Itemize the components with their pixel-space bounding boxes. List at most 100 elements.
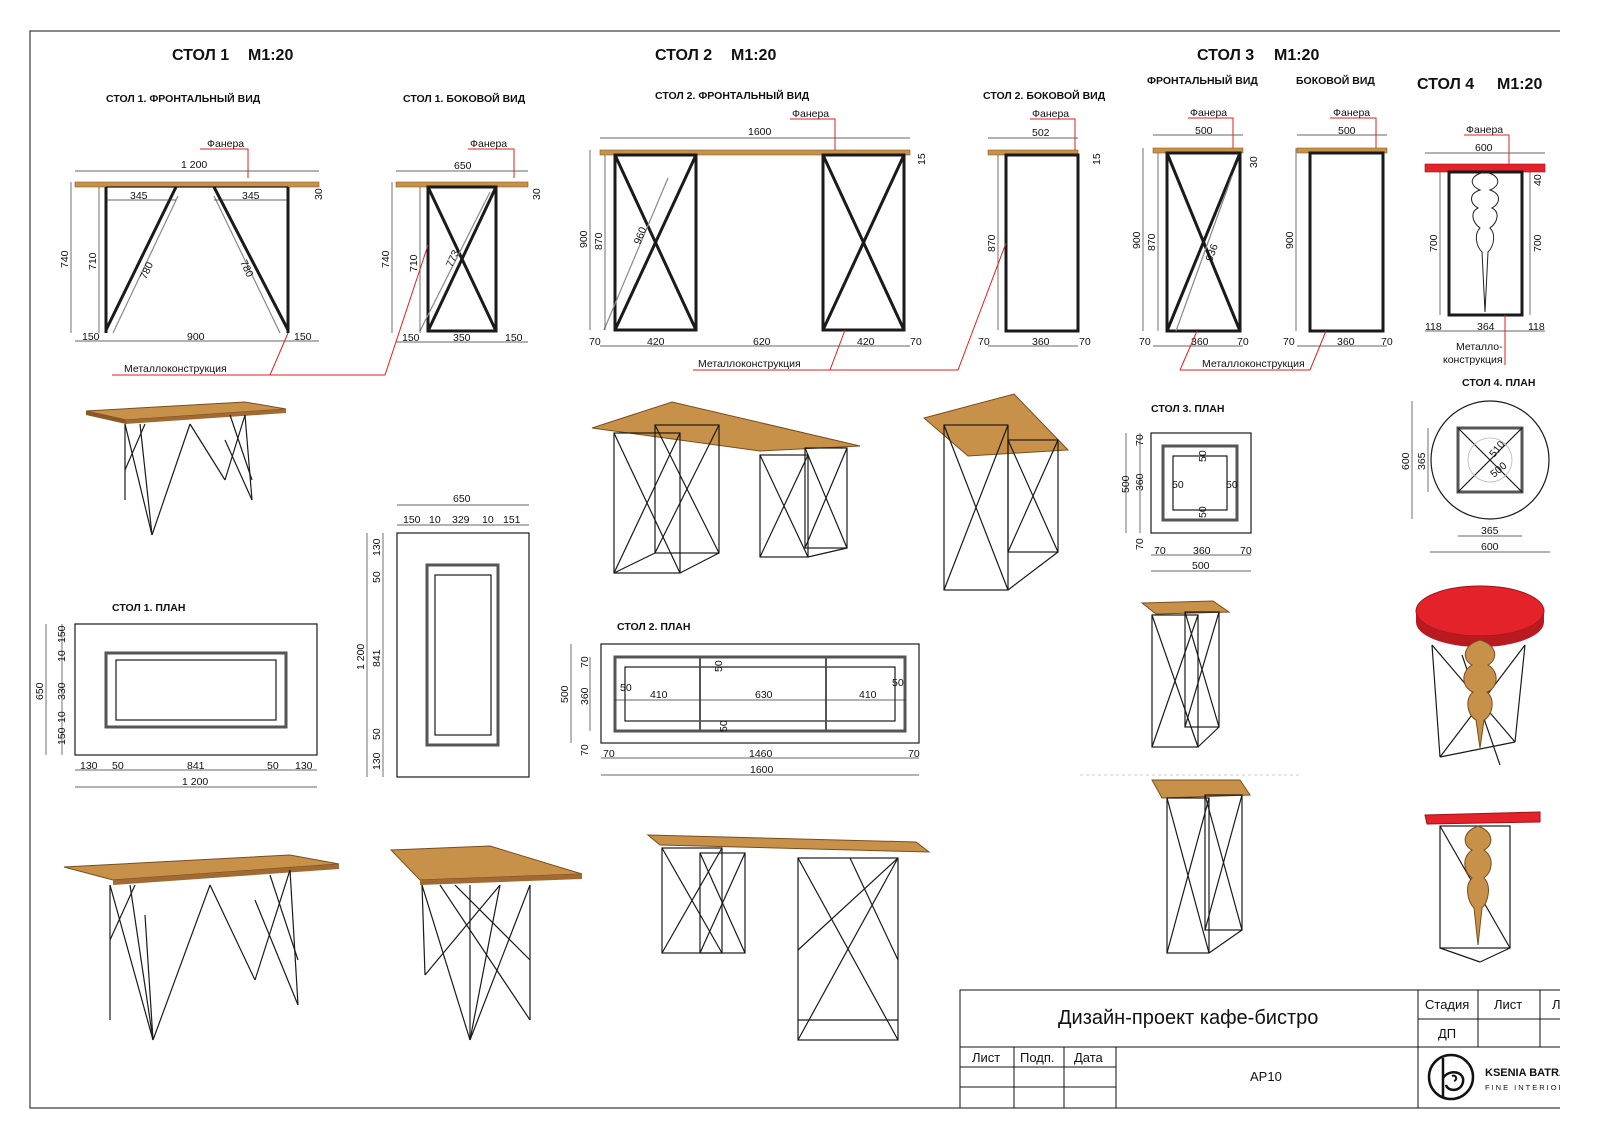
t1-front-view: 1 200 345 345 740 710 30 780 780 150 900… <box>59 138 325 343</box>
dim-t1f-h: 740 <box>59 250 71 268</box>
dim-t3p-t: 500 <box>1192 560 1210 572</box>
dim-t1p2-e: 151 <box>503 514 521 526</box>
dim-t1s-top: 30 <box>531 188 543 200</box>
dim-t1f-l: 150 <box>82 331 100 343</box>
dim-t1s-w: 650 <box>454 160 472 172</box>
dim-t4f-h: 700 <box>1428 234 1440 252</box>
dim-t2p-in4: 50 <box>892 677 904 689</box>
dim-t4f-r: 118 <box>1528 321 1545 333</box>
title-block: Дизайн-проект кафе-бистро Стадия Лист Ли… <box>959 989 1594 1109</box>
dim-t4p-vt: 600 <box>1400 452 1412 470</box>
dim-t2f-e1: 70 <box>589 336 601 348</box>
dim-t1p2-a: 150 <box>403 514 421 526</box>
dim-t1p2-vt: 1 200 <box>355 644 367 670</box>
dim-t3p-v1: 70 <box>1134 434 1146 446</box>
dim-t2s-e1: 70 <box>978 336 990 348</box>
dim-t1f-b: 345 <box>242 190 260 202</box>
t1-plan-view: 150 10 330 10 150 650 130 50 841 50 130 … <box>34 623 318 788</box>
dim-t2f-h2: 870 <box>593 232 605 250</box>
t1-metal-leader: Металлоконструкция <box>112 244 429 376</box>
dim-t2s-w: 502 <box>1032 127 1050 139</box>
col-sign: Подп. <box>1020 1050 1055 1065</box>
t4-front-view: 600 40 700 700 118 364 118 Фанера Металл… <box>1424 124 1546 366</box>
t3-perspective-a <box>1140 600 1231 748</box>
title-table-2: СТОЛ 2 <box>655 47 712 64</box>
t1-perspective-b <box>63 854 340 1041</box>
t3-perspective-b <box>1151 779 1251 954</box>
view-title-t4-plan: СТОЛ 4. ПЛАН <box>1462 377 1535 389</box>
dim-t3f-top: 30 <box>1248 156 1260 168</box>
dim-t2p-in2: 50 <box>713 660 725 672</box>
t4-perspective-b <box>1424 811 1541 963</box>
dim-t2s-m: 360 <box>1032 336 1050 348</box>
col-date: Дата <box>1074 1050 1104 1065</box>
dim-t3p-i3: 50 <box>1197 450 1209 462</box>
dim-t4p-d2: 500 <box>1488 460 1509 481</box>
view-title-t3-front: ФРОНТАЛЬНЫЙ ВИД <box>1147 74 1258 87</box>
dim-t2f-h: 900 <box>578 230 590 248</box>
view-title-t1-side: СТОЛ 1. БОКОВОЙ ВИД <box>403 92 526 105</box>
t2-perspective-c <box>646 834 931 1041</box>
dim-t3s-e2: 70 <box>1381 336 1393 348</box>
label-t3s-plywood: Фанера <box>1333 107 1370 119</box>
label-t1f-plywood: Фанера <box>207 138 244 150</box>
t3-plan-view: 50 50 50 50 70 360 70 500 70 360 70 500 <box>1120 432 1252 572</box>
brand-name: KSENIA BATRAK <box>1485 1067 1575 1079</box>
dim-t3p-v2: 360 <box>1134 473 1146 491</box>
dim-t3f-m: 360 <box>1191 336 1209 348</box>
stage-value: ДП <box>1438 1026 1456 1041</box>
dim-t3f-w: 500 <box>1195 125 1213 137</box>
dim-t1f-h2: 710 <box>87 252 99 270</box>
dim-t2p-c: 410 <box>859 689 877 701</box>
dim-t2p-m: 1460 <box>749 748 773 760</box>
dim-t1p-h3: 841 <box>187 760 205 772</box>
dim-t3f-d: 936 <box>1204 242 1221 263</box>
dim-t3s-e1: 70 <box>1283 336 1295 348</box>
header-sheets: Листов <box>1552 997 1594 1012</box>
dim-t3f-h: 900 <box>1131 231 1143 249</box>
dim-t4p-t: 600 <box>1481 541 1499 553</box>
dim-t3p-e1: 70 <box>1154 545 1166 557</box>
view-title-t2-plan: СТОЛ 2. ПЛАН <box>617 621 690 633</box>
label-t1s-plywood: Фанера <box>470 138 507 150</box>
dim-t3f-e2: 70 <box>1237 336 1249 348</box>
dim-t4f-w: 600 <box>1475 142 1493 154</box>
view-title-t2-front: СТОЛ 2. ФРОНТАЛЬНЫЙ ВИД <box>655 89 810 102</box>
label-t1-metal: Металлоконструкция <box>124 363 227 375</box>
dim-t3s-w: 500 <box>1338 125 1356 137</box>
dim-t1p-h2: 50 <box>112 760 124 772</box>
dim-t2f-c: 420 <box>857 336 875 348</box>
view-title-t2-side: СТОЛ 2. БОКОВОЙ ВИД <box>983 89 1106 102</box>
dim-t2p-in3: 50 <box>718 720 730 732</box>
dim-t1p-v4: 10 <box>56 711 68 723</box>
dim-t3p-i2: 50 <box>1226 479 1238 491</box>
dim-t1p-v2: 10 <box>56 650 68 662</box>
t1-perspective-c <box>389 845 583 1041</box>
dim-t1p-vt: 650 <box>34 682 46 700</box>
dim-t1p-v3: 330 <box>56 682 68 700</box>
dim-t1p2-v3: 841 <box>371 649 383 667</box>
dim-t1f-m: 900 <box>187 331 205 343</box>
dim-t1s-r: 150 <box>505 332 523 344</box>
dim-t3s-h: 900 <box>1284 231 1296 249</box>
title-table-4-scale: М1:20 <box>1497 76 1542 93</box>
dim-t1p-ht: 1 200 <box>182 776 208 788</box>
t2-perspective-b <box>922 393 1070 591</box>
dim-t1p-h5: 130 <box>295 760 313 772</box>
t2-side-view: 502 15 870 70 360 70 Фанера <box>978 108 1103 348</box>
t3-front-view: 500 30 900 870 936 70 360 70 Фанера <box>1131 107 1260 348</box>
dim-t2p-v1: 70 <box>579 656 591 668</box>
dim-t1s-h: 740 <box>380 250 392 268</box>
dim-t4p-d1: 510 <box>1487 439 1508 460</box>
dim-t1p2-v4: 50 <box>371 728 383 740</box>
header-stage: Стадия <box>1425 997 1469 1012</box>
dim-t1p2-b: 10 <box>429 514 441 526</box>
view-title-t3-side: БОКОВОЙ ВИД <box>1296 74 1375 87</box>
dim-t4f-m: 364 <box>1477 321 1495 333</box>
t1-perspective-a <box>85 401 287 536</box>
dim-t1p2-c: 329 <box>452 514 470 526</box>
view-title-t1-plan: СТОЛ 1. ПЛАН <box>112 602 185 614</box>
t3-metal-leader: Металлоконструкция <box>1179 330 1327 371</box>
dim-t1p2-v5: 130 <box>371 752 383 770</box>
